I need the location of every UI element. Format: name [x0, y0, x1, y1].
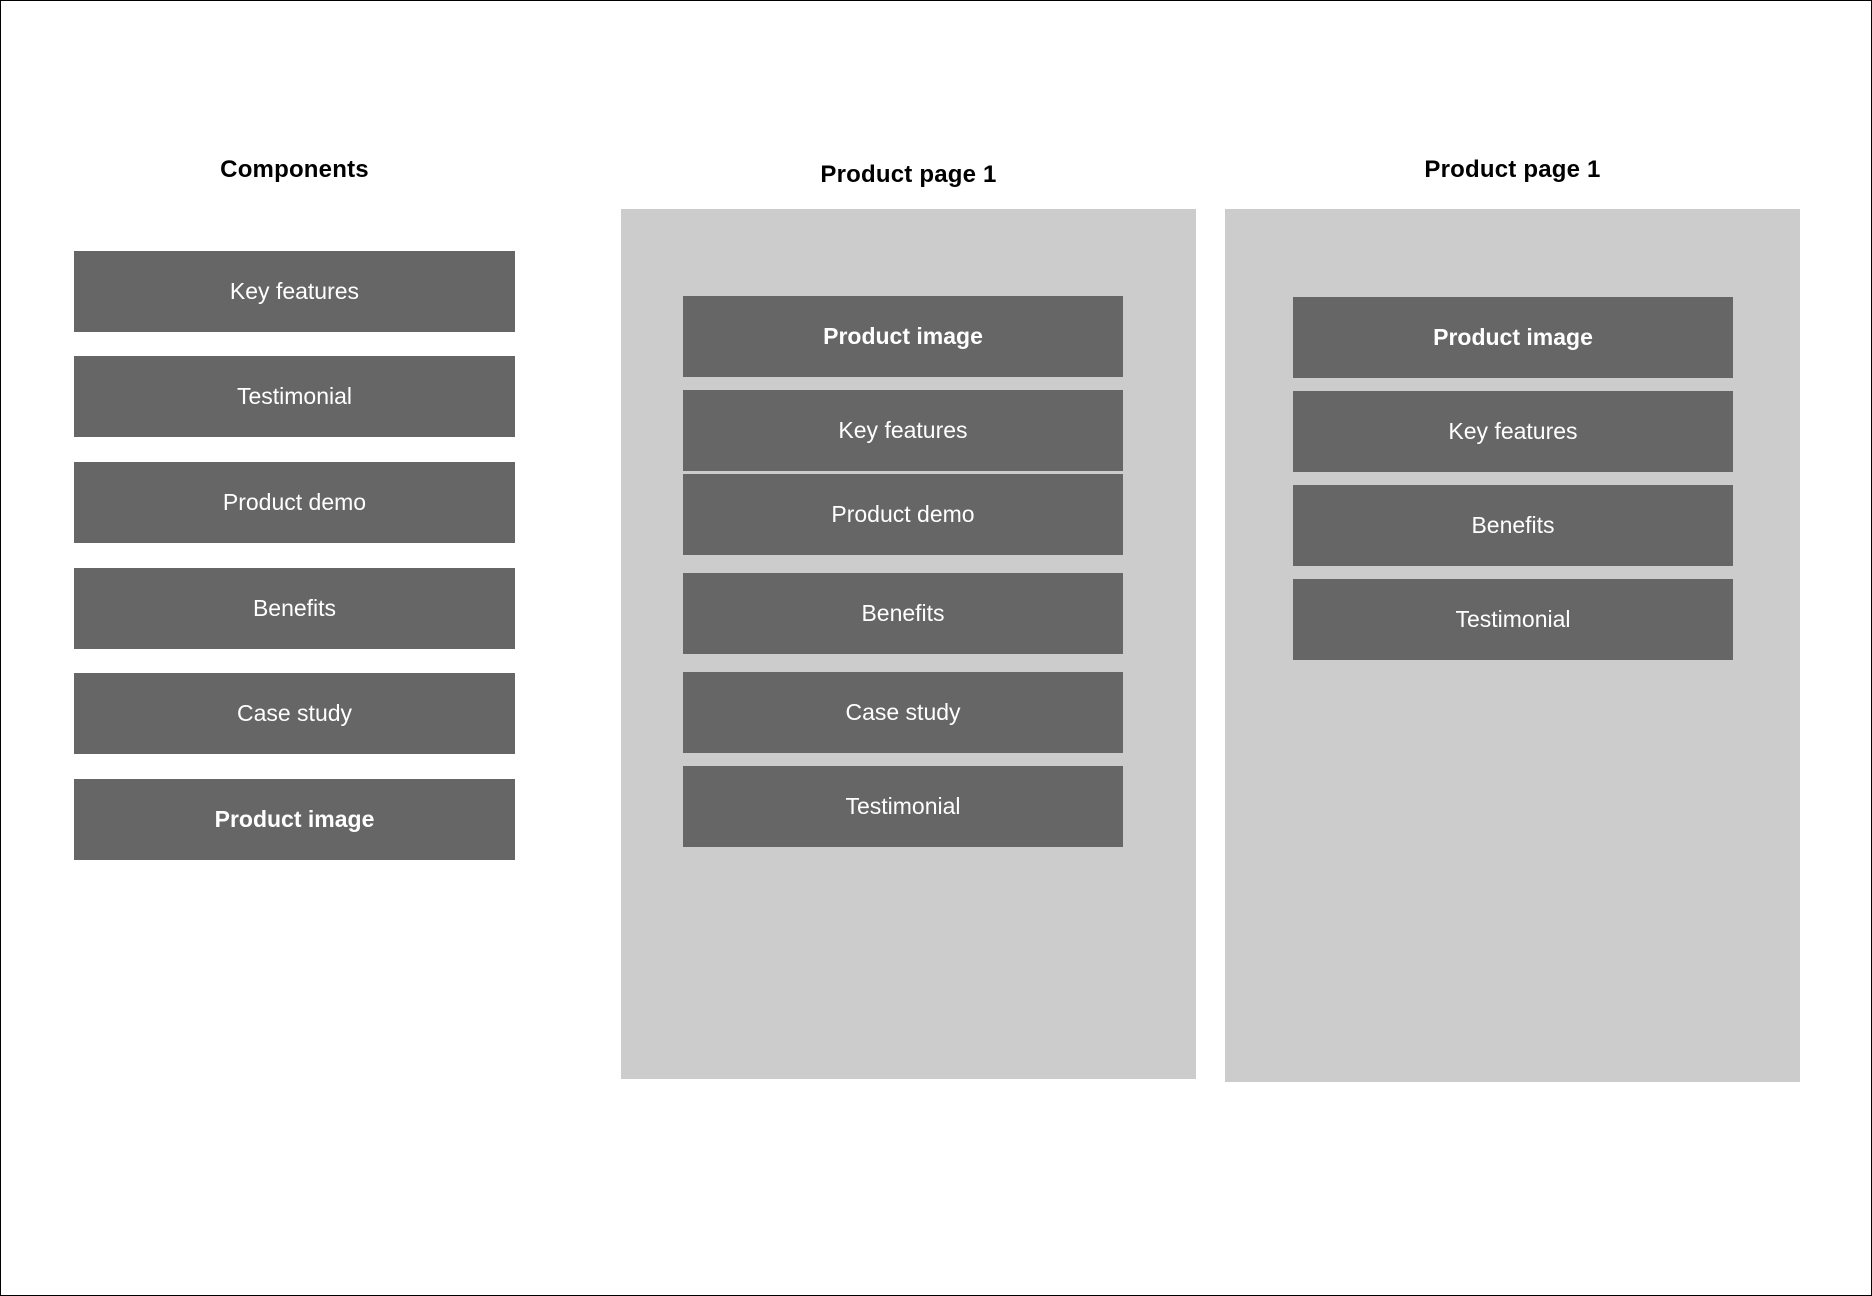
component-card-label: Benefits — [252, 595, 337, 621]
component-card-benefits[interactable]: Benefits — [74, 568, 515, 649]
page-b-card-label: Key features — [1448, 418, 1578, 444]
component-card-product-image[interactable]: Product image — [74, 779, 515, 860]
component-card-case-study[interactable]: Case study — [74, 673, 515, 754]
page-a-card-key-features[interactable]: Key features — [683, 390, 1123, 471]
page-a-card-product-demo[interactable]: Product demo — [683, 474, 1123, 555]
page-b-card-label: Product image — [1433, 324, 1593, 350]
page-a-card-case-study[interactable]: Case study — [683, 672, 1123, 753]
component-card-key-features[interactable]: Key features — [74, 251, 515, 332]
page-b-card-key-features[interactable]: Key features — [1293, 391, 1733, 472]
page-a-card-benefits[interactable]: Benefits — [683, 573, 1123, 654]
component-card-label: Product demo — [222, 489, 367, 515]
page-a-card-label: Case study — [845, 699, 961, 725]
page-a-card-product-image[interactable]: Product image — [683, 296, 1123, 377]
component-card-testimonial[interactable]: Testimonial — [74, 356, 515, 437]
page-b-card-benefits[interactable]: Benefits — [1293, 485, 1733, 566]
page-b-card-testimonial[interactable]: Testimonial — [1293, 579, 1733, 660]
component-card-product-demo[interactable]: Product demo — [74, 462, 515, 543]
component-card-label: Product image — [214, 806, 375, 832]
page-b-card-label: Benefits — [1471, 512, 1555, 538]
column-title-product-page-a: Product page 1 — [820, 161, 997, 188]
component-card-label: Testimonial — [236, 383, 353, 409]
page-a-card-label: Benefits — [861, 600, 945, 626]
page-a-card-label: Product demo — [831, 501, 975, 527]
page-a-card-testimonial[interactable]: Testimonial — [683, 766, 1123, 847]
page-a-card-label: Testimonial — [845, 793, 961, 819]
page-a-card-label: Product image — [823, 323, 983, 349]
page-a-card-label: Key features — [838, 417, 968, 443]
page-b-card-label: Testimonial — [1455, 606, 1571, 632]
component-card-label: Case study — [236, 700, 353, 726]
component-card-label: Key features — [229, 278, 360, 304]
column-title-components: Components — [220, 156, 369, 183]
column-title-product-page-b: Product page 1 — [1424, 156, 1601, 183]
page-b-card-product-image[interactable]: Product image — [1293, 297, 1733, 378]
